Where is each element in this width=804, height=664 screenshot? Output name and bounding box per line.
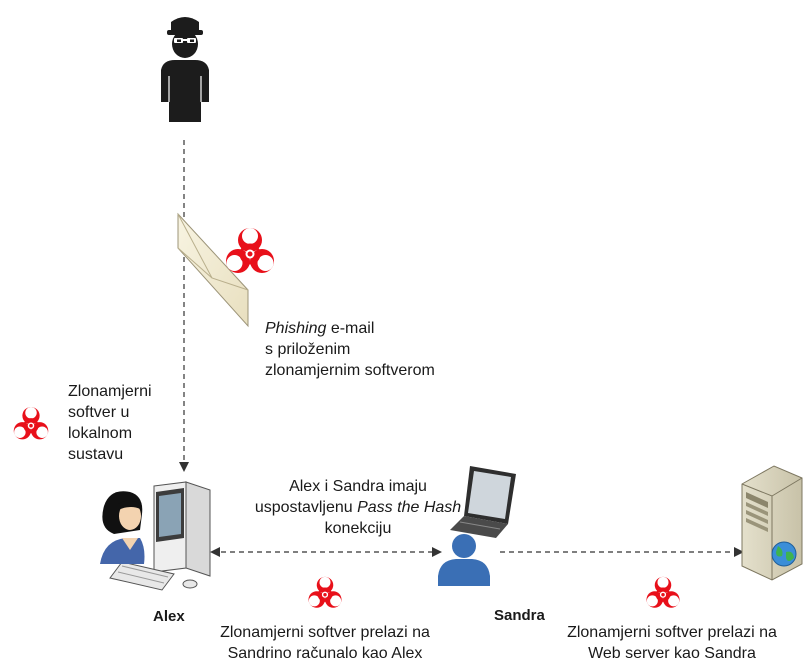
hacker-icon	[155, 10, 215, 122]
laptop-user-icon	[436, 462, 518, 588]
phishing-italic: Phishing	[265, 320, 327, 337]
phishing-line-3: zlonamjernim softverom	[265, 362, 435, 379]
move-to-web-line-2: Web server kao Sandra	[588, 645, 756, 662]
biohazard-icon	[218, 222, 282, 284]
phishing-line-1: Phishing e-mail	[265, 318, 435, 339]
pth-line-2-plain: uspostavljenu	[254, 499, 358, 516]
move-to-sandra-line-1: Zlonamjerni softver prelazi na	[220, 624, 430, 641]
alex-label: Alex	[153, 608, 185, 625]
pass-the-hash-text: Alex i Sandra imaju uspostavljenu Pass t…	[242, 476, 474, 539]
phishing-line-2: s priloženim	[265, 341, 351, 358]
local-line-4: sustavu	[68, 446, 124, 463]
desktop-user-icon	[92, 478, 216, 594]
local-system-text: Zlonamjerni softver u lokalnom sustavu	[68, 381, 152, 465]
pth-line-1: Alex i Sandra imaju	[289, 478, 427, 495]
pth-line-2: uspostavljenu Pass the Hash	[242, 497, 474, 518]
phishing-rest: e-mail	[326, 320, 375, 337]
local-line-2: softver u	[68, 404, 130, 421]
server-icon	[738, 458, 804, 584]
biohazard-icon	[303, 572, 347, 616]
pth-line-3: konekciju	[324, 520, 392, 537]
local-line-1: Zlonamjerni	[68, 383, 152, 400]
biohazard-icon	[8, 402, 54, 448]
pth-line-2-italic: Pass the Hash	[357, 499, 462, 516]
move-to-sandra-caption: Zlonamjerni softver prelazi na Sandrino …	[190, 622, 460, 664]
move-to-web-caption: Zlonamjerni softver prelazi na Web serve…	[544, 622, 800, 664]
envelope-icon	[172, 210, 252, 330]
phishing-email-text: Phishing e-mail s priloženim zlonamjerni…	[265, 318, 435, 381]
move-to-web-line-1: Zlonamjerni softver prelazi na	[567, 624, 777, 641]
local-line-3: lokalnom	[68, 425, 133, 442]
move-to-sandra-line-2: Sandrino računalo kao Alex	[227, 645, 423, 662]
sandra-label: Sandra	[494, 607, 545, 624]
biohazard-icon	[641, 572, 685, 616]
